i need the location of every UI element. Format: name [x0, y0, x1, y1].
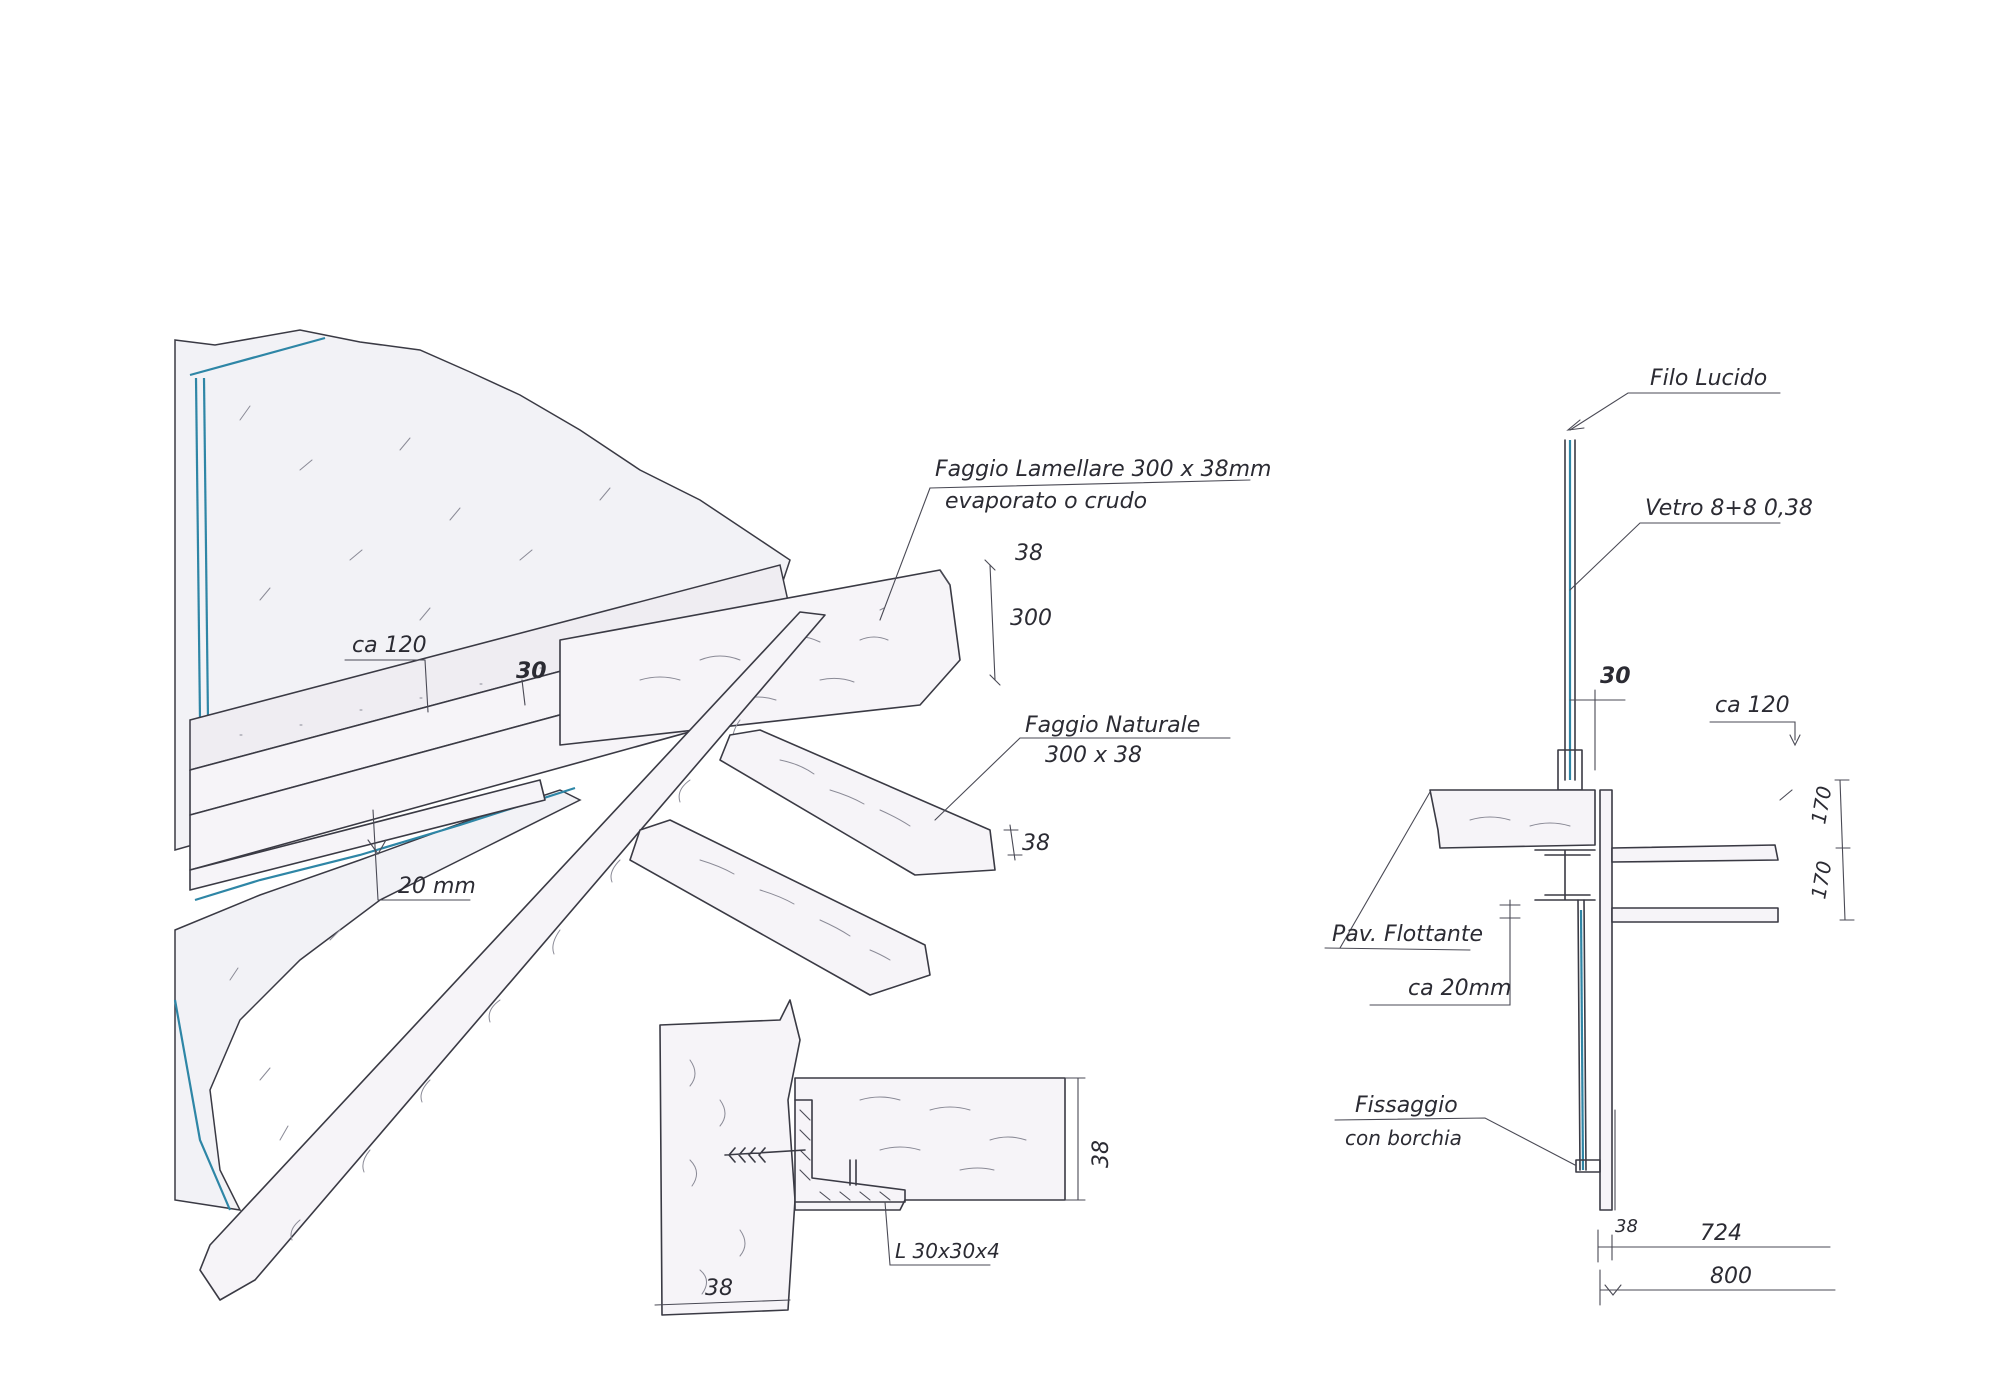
perspective-view: 38 300 Faggio Lamellare 300 x 38mm evapo…	[173, 329, 1271, 1301]
label-faggio-naturale: Faggio Naturale	[1025, 713, 1200, 738]
natural-board-2	[629, 819, 931, 996]
label-38-section: 38	[1615, 1216, 1638, 1237]
label-170-bottom: 170	[1806, 859, 1836, 901]
dim-line-30-section	[1569, 689, 1626, 771]
dim-line-ca120-section	[1709, 721, 1801, 801]
leader-naturale	[934, 737, 1231, 821]
slab-texture	[229, 405, 611, 1141]
leader-pav-flottante	[1324, 791, 1471, 951]
section-post	[1599, 789, 1613, 1211]
section-board-upper	[1611, 844, 1779, 863]
dim-line-38-vertical	[1064, 1077, 1086, 1201]
diagonal-board-grain	[290, 719, 741, 1241]
label-angle-profile: L 30x30x4	[895, 1239, 1000, 1263]
dim-line-170	[1834, 779, 1855, 921]
natural-board-1	[719, 729, 996, 876]
label-con-borchia: con borchia	[1345, 1126, 1462, 1150]
dim-line-20mm	[372, 809, 471, 901]
section-floor-grain	[1469, 816, 1571, 827]
dim-line-300	[989, 564, 996, 681]
label-ca20mm: ca 20mm	[1408, 976, 1511, 1001]
dim-line-38-bottom	[654, 1299, 791, 1306]
detail-post	[659, 999, 801, 1316]
label-pav-flottante: Pav. Flottante	[1332, 922, 1483, 947]
section-view: Filo Lucido Vetro 8+8 0,38 30 ca 120 170…	[1324, 366, 1855, 1306]
section-board-lower	[1611, 907, 1779, 923]
label-20mm-perspective: 20 mm	[398, 874, 476, 899]
label-38-right: 38	[1022, 831, 1050, 856]
section-bottom-hardware	[1575, 1159, 1601, 1173]
label-38-vertical: 38	[1089, 1140, 1114, 1168]
leader-lamellare	[879, 479, 1251, 621]
dim-line-724	[1597, 1229, 1831, 1263]
screw	[724, 1147, 806, 1163]
bracket-detail: 38 38 L 30x30x4	[654, 999, 1114, 1316]
label-fissaggio: Fissaggio	[1355, 1093, 1458, 1118]
label-ca120-section: ca 120	[1715, 693, 1790, 718]
leader-fissaggio	[1334, 1117, 1576, 1166]
glass-edge-lower-left	[173, 999, 232, 1211]
section-ibeam	[1534, 849, 1596, 901]
base-board-foot	[189, 779, 546, 891]
screw-vertical	[849, 1159, 857, 1186]
section-floating-floor	[1429, 789, 1596, 849]
label-30-section: 30	[1600, 664, 1631, 689]
detail-board	[794, 1077, 1066, 1211]
dim-line-ca20mm	[1369, 899, 1521, 1006]
glass-edge-lower	[194, 786, 576, 902]
dim-line-ca120	[344, 659, 429, 713]
diagonal-board	[199, 611, 826, 1301]
leader-vetro	[1569, 522, 1781, 591]
label-filo-lucido: Filo Lucido	[1650, 366, 1767, 391]
label-evaporato: evaporato o crudo	[945, 489, 1147, 514]
section-glass-lower	[1577, 899, 1587, 1171]
dim-label-38-top: 38	[1015, 541, 1043, 566]
label-faggio-lamellare: Faggio Lamellare 300 x 38mm	[935, 457, 1271, 482]
angle-profile	[794, 1099, 906, 1203]
label-30-perspective: 30	[516, 659, 547, 684]
detail-grain	[689, 1059, 1027, 1295]
label-170-top: 170	[1806, 784, 1836, 826]
label-ca120-perspective: ca 120	[352, 633, 427, 658]
label-800: 800	[1710, 1264, 1752, 1289]
dim-arrow-30	[521, 679, 526, 706]
dim-label-300: 300	[1010, 606, 1052, 631]
label-naturale-size: 300 x 38	[1045, 743, 1142, 768]
label-724: 724	[1700, 1221, 1742, 1246]
glass-edge-top	[189, 336, 326, 377]
leader-filo-lucido	[1569, 392, 1781, 431]
glass-edge-vertical	[194, 377, 202, 721]
glass-edge-vertical-2	[202, 377, 210, 721]
label-vetro: Vetro 8+8 0,38	[1645, 496, 1813, 521]
label-38-bottom: 38	[705, 1276, 733, 1301]
dim-line-38-right	[1003, 824, 1023, 861]
dim-line-800	[1599, 1269, 1836, 1306]
leader-angle-profile	[884, 1201, 991, 1266]
natural-board-grain	[699, 759, 911, 961]
angle-profile-hatch	[799, 1109, 891, 1201]
